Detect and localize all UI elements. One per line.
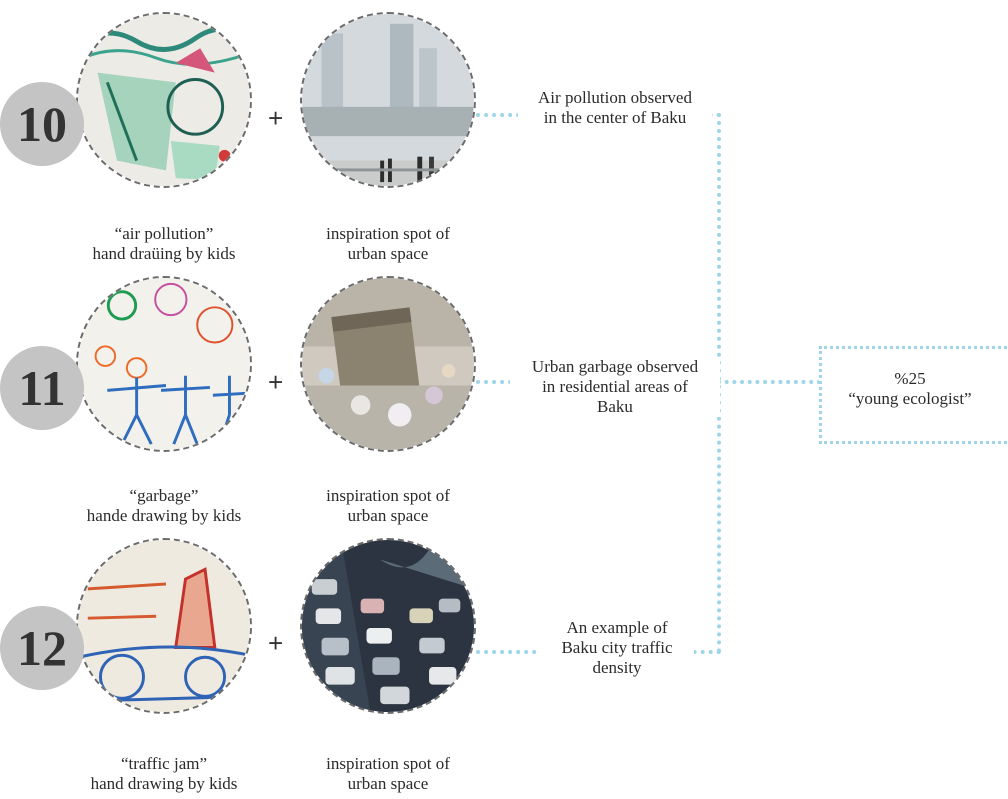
photo-caption-line2: urban space xyxy=(347,506,429,525)
photo-caption: inspiration spot of urban space xyxy=(288,754,488,794)
row-garbage: 11 + “garbage” hande drawing by kids ins… xyxy=(0,264,1008,526)
result-percent: %25 xyxy=(894,369,926,388)
connector-to-result xyxy=(717,380,821,384)
step-number-badge: 12 xyxy=(0,606,84,690)
step-number-badge: 10 xyxy=(0,82,84,166)
row-traffic-jam: 12 + “traffic jam” xyxy=(0,528,1008,793)
urban-photo-garbage xyxy=(300,276,476,452)
drawing-caption-title: “garbage” xyxy=(129,486,199,505)
observation-garbage: Urban garbage observed in residential ar… xyxy=(510,357,720,417)
step-number: 12 xyxy=(17,620,67,676)
plus-sign: + xyxy=(268,628,284,658)
plus-sign: + xyxy=(268,367,284,397)
photo-image xyxy=(302,278,474,450)
kids-drawing-traffic-jam xyxy=(76,538,252,714)
photo-caption: inspiration spot of urban space xyxy=(288,224,488,264)
step-number-badge: 11 xyxy=(0,346,84,430)
urban-photo-air-pollution xyxy=(300,12,476,188)
urban-photo-traffic-jam xyxy=(300,538,476,714)
step-number: 10 xyxy=(17,96,67,152)
drawing-caption-subtitle: hande drawing by kids xyxy=(86,506,242,525)
result-category: “young ecologist” xyxy=(848,389,972,408)
step-number: 11 xyxy=(18,360,66,416)
observation-traffic: An example of Baku city traffic density xyxy=(540,618,694,678)
observation-line: Urban garbage observed xyxy=(531,357,699,376)
result-box: %25 “young ecologist” xyxy=(819,346,1008,444)
drawing-caption: “traffic jam” hand drawing by kids xyxy=(64,754,264,794)
photo-image xyxy=(302,540,474,712)
observation-line: Baku city traffic xyxy=(561,638,673,657)
observation-line: An example of xyxy=(566,618,668,637)
photo-caption-line1: inspiration spot of xyxy=(326,754,450,773)
photo-caption-line1: inspiration spot of xyxy=(326,486,450,505)
drawing-image xyxy=(78,14,250,186)
drawing-caption: “air pollution” hand draüing by kids xyxy=(64,224,264,264)
result-label: %25 “young ecologist” xyxy=(822,369,998,409)
observation-air-pollution: Air pollution observed in the center of … xyxy=(518,88,712,128)
photo-image xyxy=(302,14,474,186)
photo-caption-line1: inspiration spot of xyxy=(326,224,450,243)
row-air-pollution: 10 + “air pollution” hand draüing by kid… xyxy=(0,0,1008,263)
drawing-caption-subtitle: hand draüing by kids xyxy=(92,244,236,263)
drawing-image xyxy=(78,540,250,712)
drawing-caption: “garbage” hande drawing by kids xyxy=(64,486,264,526)
drawing-caption-subtitle: hand drawing by kids xyxy=(90,774,238,793)
drawing-caption-title: “air pollution” xyxy=(114,224,214,243)
plus-sign: + xyxy=(268,103,284,133)
drawing-caption-title: “traffic jam” xyxy=(120,754,208,773)
kids-drawing-air-pollution xyxy=(76,12,252,188)
observation-line: Air pollution observed xyxy=(538,88,692,107)
observation-line: density xyxy=(592,658,642,677)
photo-caption-line2: urban space xyxy=(347,774,429,793)
observation-line: Baku xyxy=(597,397,633,416)
photo-caption: inspiration spot of urban space xyxy=(288,486,488,526)
observation-line: in residential areas of xyxy=(542,377,688,396)
kids-drawing-garbage xyxy=(76,276,252,452)
drawing-image xyxy=(78,278,250,450)
photo-caption-line2: urban space xyxy=(347,244,429,263)
observation-line: in the center of Baku xyxy=(543,108,687,127)
